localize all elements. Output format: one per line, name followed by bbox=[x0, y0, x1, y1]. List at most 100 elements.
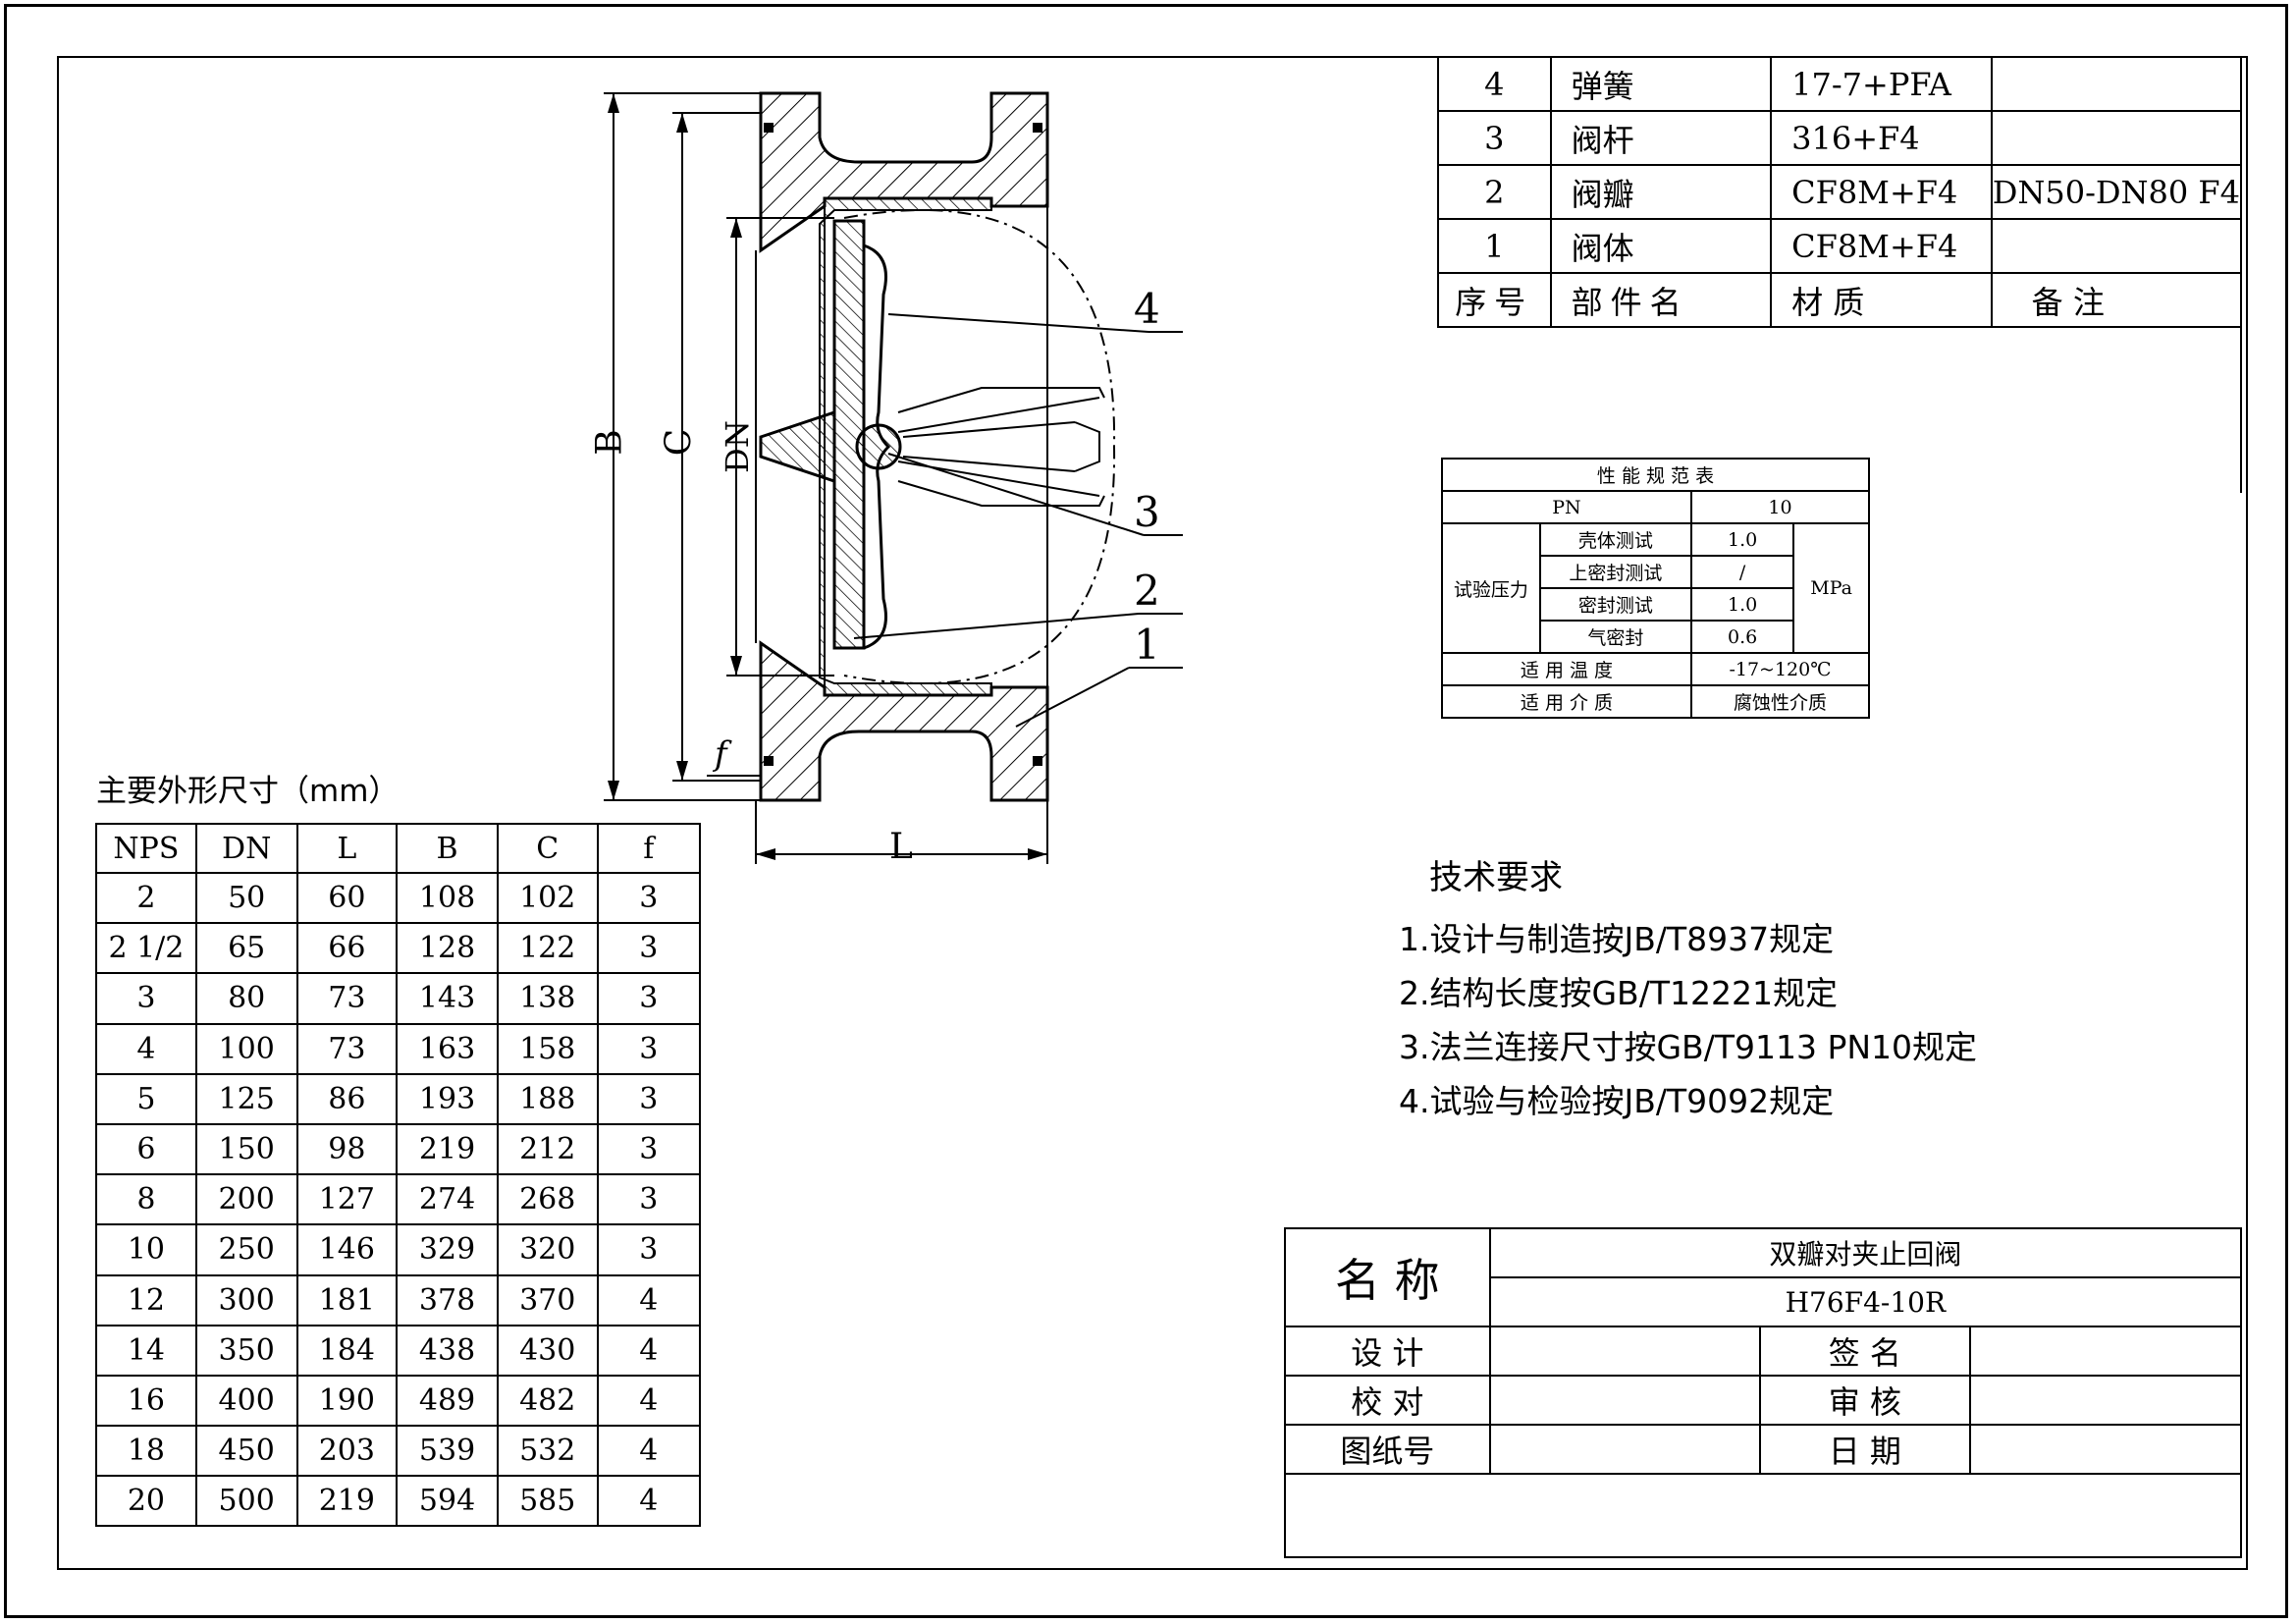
dimension-cell-nps: 14 bbox=[95, 1324, 197, 1377]
valve-stem-cone bbox=[759, 409, 836, 484]
perf-title: 性 能 规 范 表 bbox=[1441, 458, 1870, 492]
dimension-cell-dn: 400 bbox=[194, 1374, 298, 1428]
dimension-cell-l: 181 bbox=[295, 1273, 399, 1326]
dimension-cell-b: 219 bbox=[396, 1122, 499, 1176]
review-value bbox=[1968, 1375, 2243, 1426]
col-header-f: f bbox=[596, 823, 702, 874]
dimension-cell-nps: 3 bbox=[95, 972, 197, 1025]
dimension-cell-nps: 5 bbox=[95, 1072, 197, 1125]
dimension-cell-c: 158 bbox=[496, 1022, 599, 1075]
tech-requirement-item: 1.设计与制造按JB/T8937规定 bbox=[1399, 920, 1835, 958]
parts-row: 4 弹簧 17-7+PFA bbox=[1437, 56, 2243, 112]
dimension-cell-b: 128 bbox=[396, 922, 499, 975]
header-remark: 备 注 bbox=[1990, 272, 2243, 328]
date-value bbox=[1968, 1424, 2243, 1475]
dimension-cell-dn: 50 bbox=[194, 871, 298, 925]
dimension-cell-dn: 350 bbox=[194, 1324, 298, 1377]
part-material: CF8M+F4 bbox=[1770, 218, 1993, 274]
part-remark bbox=[1990, 56, 2243, 112]
part-no: 4 bbox=[1437, 56, 1552, 112]
dimension-cell-l: 127 bbox=[295, 1173, 399, 1226]
review-label: 审 核 bbox=[1759, 1375, 1971, 1426]
pn-value: 10 bbox=[1689, 490, 1871, 524]
sign-value bbox=[1968, 1326, 2243, 1377]
balloon-4: 4 bbox=[1134, 285, 1160, 333]
dimension-cell-dn: 200 bbox=[194, 1173, 298, 1226]
parts-row: 3 阀杆 316+F4 bbox=[1437, 110, 2243, 166]
dimension-cell-c: 122 bbox=[496, 922, 599, 975]
parts-list-right-line bbox=[2240, 324, 2242, 493]
dimension-cell-c: 188 bbox=[496, 1072, 599, 1125]
dimension-cell-b: 329 bbox=[396, 1223, 499, 1276]
dimension-cell-nps: 18 bbox=[95, 1425, 197, 1478]
dimension-cell-dn: 150 bbox=[194, 1122, 298, 1176]
dimension-cell-dn: 300 bbox=[194, 1273, 298, 1326]
dimension-cell-l: 60 bbox=[295, 871, 399, 925]
part-name: 弹簧 bbox=[1549, 56, 1773, 112]
dimension-cell-nps: 20 bbox=[95, 1475, 197, 1528]
dimension-cell-f: 4 bbox=[596, 1324, 702, 1377]
balloon-2: 2 bbox=[1134, 567, 1160, 615]
product-model: H76F4-10R bbox=[1488, 1276, 2243, 1327]
part-no: 3 bbox=[1437, 110, 1552, 166]
dimension-cell-dn: 65 bbox=[194, 922, 298, 975]
dimension-cell-c: 430 bbox=[496, 1324, 599, 1377]
check-value bbox=[1488, 1375, 1762, 1426]
dimension-cell-f: 4 bbox=[596, 1273, 702, 1326]
part-name: 阀瓣 bbox=[1549, 164, 1773, 220]
title-block: 名 称 双瓣对夹止回阀 H76F4-10R 设 计 签 名 校 对 审 核 图纸… bbox=[1284, 1227, 2243, 1558]
dimension-cell-l: 190 bbox=[295, 1374, 399, 1428]
header-name: 部件名 bbox=[1549, 272, 1773, 328]
test-value: 1.0 bbox=[1689, 587, 1795, 622]
dimension-cell-b: 438 bbox=[396, 1324, 499, 1377]
dimension-cell-f: 4 bbox=[596, 1425, 702, 1478]
dimension-cell-c: 482 bbox=[496, 1374, 599, 1428]
design-value bbox=[1488, 1326, 1762, 1377]
dimension-cell-l: 73 bbox=[295, 972, 399, 1025]
dimension-cell-b: 489 bbox=[396, 1374, 499, 1428]
col-header-c: C bbox=[496, 823, 599, 874]
part-name: 阀杆 bbox=[1549, 110, 1773, 166]
dimension-cell-b: 539 bbox=[396, 1425, 499, 1478]
drawing-no-label: 图纸号 bbox=[1284, 1424, 1491, 1475]
dimension-cell-b: 274 bbox=[396, 1173, 499, 1226]
dimension-cell-c: 212 bbox=[496, 1122, 599, 1176]
dimension-cell-nps: 2 1/2 bbox=[95, 922, 197, 975]
spring bbox=[897, 397, 1100, 497]
dimension-cell-l: 98 bbox=[295, 1122, 399, 1176]
part-remark: DN50-DN80 F4 bbox=[1990, 164, 2243, 220]
dimension-cell-f: 3 bbox=[596, 871, 702, 925]
part-name: 阀体 bbox=[1549, 218, 1773, 274]
dimension-cell-f: 4 bbox=[596, 1374, 702, 1428]
dimension-cell-f: 3 bbox=[596, 1223, 702, 1276]
dimension-cell-nps: 2 bbox=[95, 871, 197, 925]
dim-label-dn: DN bbox=[718, 420, 756, 473]
dimension-cell-dn: 125 bbox=[194, 1072, 298, 1125]
tech-requirements-title: 技术要求 bbox=[1429, 858, 1563, 897]
col-header-dn: DN bbox=[194, 823, 298, 874]
dimension-cell-f: 3 bbox=[596, 972, 702, 1025]
dimension-cell-c: 102 bbox=[496, 871, 599, 925]
dimension-cell-b: 143 bbox=[396, 972, 499, 1025]
dimension-cell-nps: 6 bbox=[95, 1122, 197, 1176]
dimensions-title: 主要外形尺寸（mm） bbox=[96, 774, 400, 809]
part-material: 17-7+PFA bbox=[1770, 56, 1993, 112]
dimension-cell-b: 378 bbox=[396, 1273, 499, 1326]
dim-label-b: B bbox=[589, 429, 630, 456]
dim-label-l: L bbox=[889, 827, 913, 867]
header-no: 序号 bbox=[1437, 272, 1552, 328]
product-name: 双瓣对夹止回阀 bbox=[1488, 1227, 2243, 1278]
temp-label: 适 用 温 度 bbox=[1441, 652, 1692, 686]
pressure-label: 试验压力 bbox=[1441, 522, 1541, 654]
